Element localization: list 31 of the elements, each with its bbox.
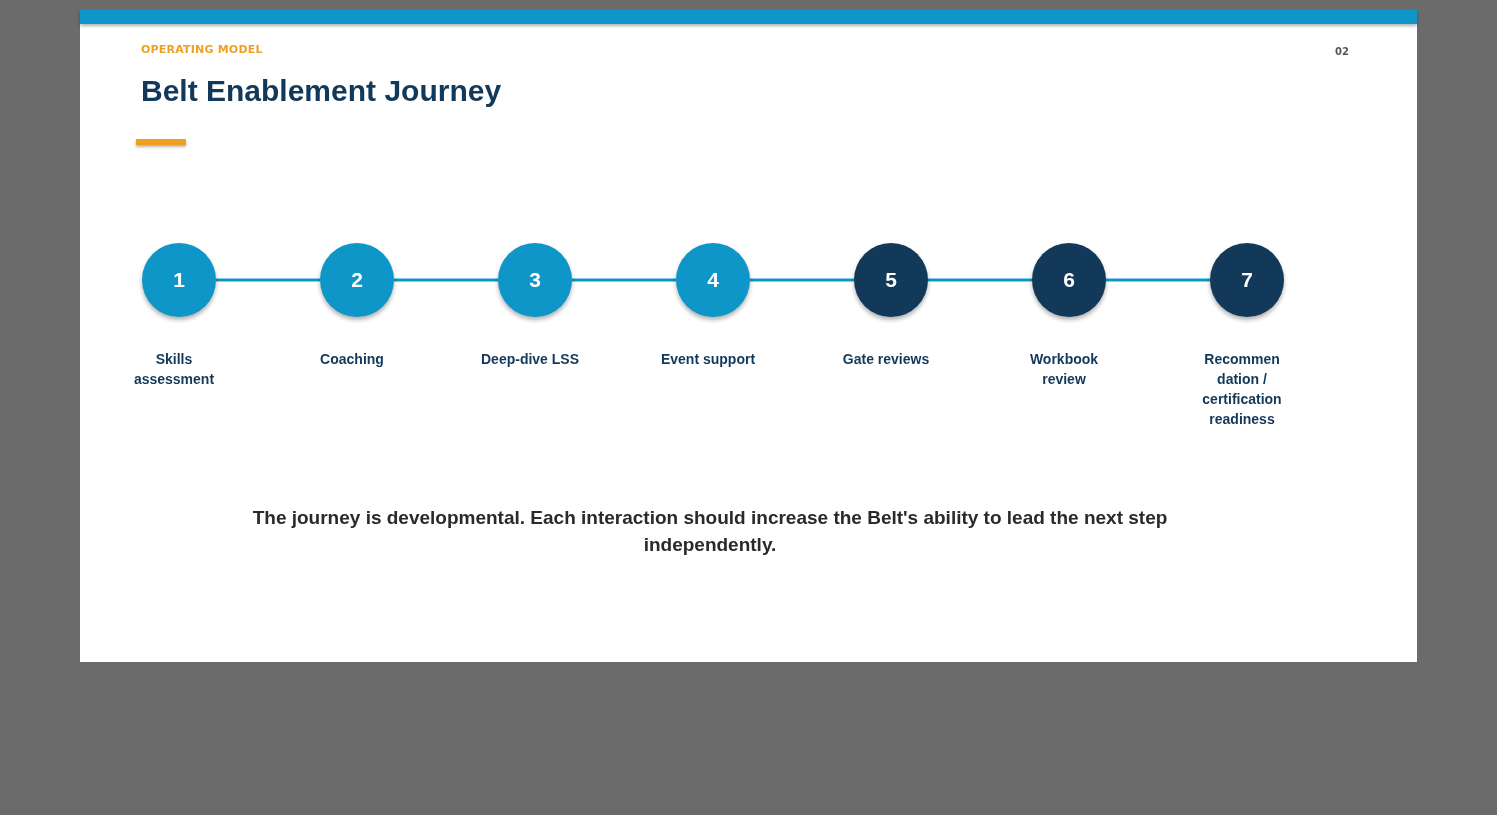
connector-line <box>572 278 676 282</box>
connector-line <box>1106 278 1210 282</box>
step-number: 5 <box>885 268 897 292</box>
step-number: 6 <box>1063 268 1075 292</box>
step-label: Coaching <box>319 350 385 369</box>
step-label: Deep-dive LSS <box>480 350 580 369</box>
step-number: 1 <box>173 268 185 292</box>
step-circle <box>1032 243 1106 317</box>
step-label: Gate reviews <box>841 350 931 369</box>
step-label: Recommendation / certification readiness <box>1202 350 1282 429</box>
step-number: 4 <box>707 268 719 292</box>
connector-line <box>216 278 320 282</box>
step-number: 3 <box>529 268 541 292</box>
connector-line <box>928 278 1032 282</box>
step-circle <box>320 243 394 317</box>
step-number: 7 <box>1241 268 1253 292</box>
step-label: Event support <box>659 350 757 369</box>
step-circle <box>854 243 928 317</box>
step-circle <box>1210 243 1284 317</box>
page-number: 02 <box>1335 46 1349 57</box>
step-label: Skills assessment <box>132 350 216 389</box>
connector-line <box>394 278 498 282</box>
slide-title: Belt Enablement Journey <box>141 74 502 108</box>
step-label: Workbook review <box>1028 350 1100 389</box>
connector-line <box>750 278 854 282</box>
step-circle <box>498 243 572 317</box>
step-circle <box>142 243 216 317</box>
step-circle <box>676 243 750 317</box>
section-label: OPERATING MODEL <box>141 43 263 56</box>
note-text: The journey is developmental. Each interaction should increase the Belt's ability to lead the next step independently. <box>251 506 1169 557</box>
step-number: 2 <box>351 268 363 292</box>
